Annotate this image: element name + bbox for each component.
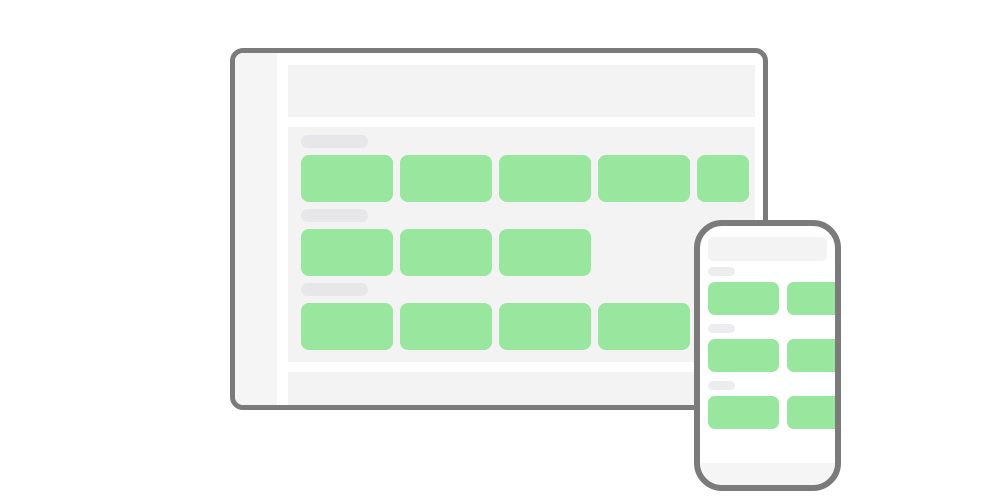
desktop-header-bar xyxy=(288,65,755,117)
content-card-placeholder xyxy=(499,303,591,350)
content-card-placeholder xyxy=(400,303,492,350)
desktop-content-area xyxy=(288,127,755,362)
desktop-footer-bar xyxy=(288,372,755,405)
card-row xyxy=(301,229,755,276)
card-row xyxy=(301,303,755,350)
card-row xyxy=(708,282,835,315)
phone-content-area xyxy=(708,267,835,438)
phone-footer-bar xyxy=(700,463,835,485)
content-card-placeholder xyxy=(400,229,492,276)
card-row xyxy=(708,339,835,372)
content-card-placeholder xyxy=(697,155,749,202)
content-card-placeholder xyxy=(598,155,690,202)
section-title-placeholder xyxy=(708,324,735,333)
phone-screen xyxy=(700,226,835,485)
content-card-placeholder xyxy=(708,396,779,429)
content-card-placeholder xyxy=(499,155,591,202)
desktop-sidebar xyxy=(235,53,277,405)
desktop-window xyxy=(230,48,768,410)
phone-header-bar xyxy=(708,237,827,261)
section-title-placeholder xyxy=(301,135,368,148)
phone-frame xyxy=(694,220,841,491)
content-card-placeholder xyxy=(787,339,835,372)
content-card-placeholder xyxy=(301,155,393,202)
section-title-placeholder xyxy=(708,267,735,276)
content-card-placeholder xyxy=(400,155,492,202)
content-card-placeholder xyxy=(708,339,779,372)
content-card-placeholder xyxy=(708,282,779,315)
content-card-placeholder xyxy=(598,303,690,350)
section-title-placeholder xyxy=(301,209,368,222)
card-row xyxy=(301,155,755,202)
content-card-placeholder xyxy=(499,229,591,276)
content-card-placeholder xyxy=(787,282,835,315)
content-card-placeholder xyxy=(301,229,393,276)
section-title-placeholder xyxy=(301,283,368,296)
content-card-placeholder xyxy=(787,396,835,429)
section-title-placeholder xyxy=(708,381,735,390)
content-card-placeholder xyxy=(301,303,393,350)
card-row xyxy=(708,396,835,429)
desktop-screen xyxy=(235,53,763,405)
